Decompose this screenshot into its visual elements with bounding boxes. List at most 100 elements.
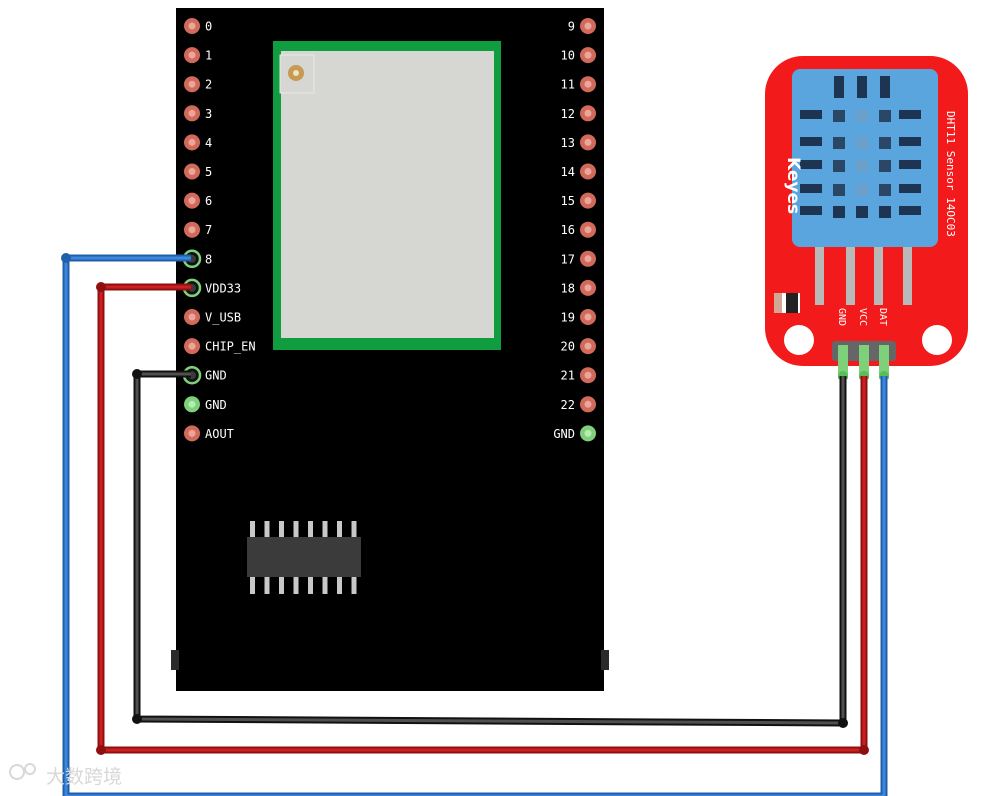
pin-4[interactable]: 4 bbox=[184, 134, 212, 151]
pin-gnd[interactable]: GND bbox=[553, 425, 596, 442]
pin-label: AOUT bbox=[205, 427, 234, 441]
chip-body bbox=[247, 537, 361, 577]
pin-18[interactable]: 18 bbox=[561, 279, 596, 296]
pin-v-usb[interactable]: V_USB bbox=[184, 309, 241, 325]
vent-slot bbox=[800, 206, 822, 215]
pin-20[interactable]: 20 bbox=[561, 338, 596, 355]
sensor-pin-vcc[interactable] bbox=[859, 345, 869, 379]
pin-10[interactable]: 10 bbox=[561, 47, 596, 64]
vent-slot bbox=[856, 110, 868, 122]
pin-label: 2 bbox=[205, 78, 212, 92]
pin-label: VDD33 bbox=[205, 281, 241, 295]
vent-slot bbox=[800, 160, 822, 169]
wire-data-highlight bbox=[64, 256, 886, 796]
pin-label: 21 bbox=[561, 369, 575, 383]
sensor-leg bbox=[903, 245, 912, 305]
pin-pad-center bbox=[188, 313, 196, 321]
vent-slot bbox=[856, 137, 868, 149]
vent-slot bbox=[899, 206, 921, 215]
pin-13[interactable]: 13 bbox=[561, 134, 596, 151]
chip-leg bbox=[279, 521, 284, 538]
board-notch-left bbox=[171, 650, 179, 670]
pin-7[interactable]: 7 bbox=[184, 221, 212, 238]
chip-leg bbox=[351, 576, 357, 594]
pin-16[interactable]: 16 bbox=[561, 221, 596, 238]
chip-leg bbox=[264, 576, 270, 594]
vent-slot bbox=[880, 76, 890, 98]
chip-leg bbox=[337, 521, 342, 538]
pin-label: 17 bbox=[561, 252, 575, 266]
vent-slot bbox=[899, 160, 921, 169]
pin-label: 20 bbox=[561, 340, 575, 354]
pin-gnd[interactable]: GND bbox=[184, 396, 227, 413]
pin-pad-center bbox=[584, 313, 592, 321]
pin-pad-center bbox=[188, 342, 196, 350]
chip-leg bbox=[250, 521, 255, 538]
pin-label: 15 bbox=[561, 194, 575, 208]
pin-vdd33[interactable]: VDD33 bbox=[182, 278, 241, 298]
pin-15[interactable]: 15 bbox=[561, 192, 596, 209]
vent-slot bbox=[834, 76, 844, 98]
pin-22[interactable]: 22 bbox=[561, 396, 596, 413]
pin-label: 9 bbox=[568, 20, 575, 34]
vent-slot bbox=[800, 137, 822, 146]
pin-3[interactable]: 3 bbox=[184, 105, 212, 122]
watermark-logo-icon bbox=[9, 764, 25, 780]
pin-pad-center bbox=[584, 168, 592, 175]
pin-pad-center bbox=[188, 197, 196, 205]
pin-pad-center bbox=[584, 51, 592, 59]
pin-pad-center bbox=[188, 138, 196, 146]
chip-leg bbox=[308, 576, 313, 594]
chip-leg bbox=[351, 521, 357, 538]
pin-pad-center bbox=[584, 255, 592, 263]
pin-14[interactable]: 14 bbox=[561, 163, 596, 180]
watermark-logo-icon-dot bbox=[24, 763, 36, 775]
resistor-body bbox=[786, 293, 798, 313]
chip-leg bbox=[308, 521, 313, 538]
sensor-pin-gnd[interactable] bbox=[838, 345, 848, 379]
antenna-connector-center bbox=[293, 70, 299, 76]
sensor-leg bbox=[874, 245, 883, 305]
pin-pad-center bbox=[188, 226, 196, 234]
pin-21[interactable]: 21 bbox=[561, 367, 596, 384]
resistor-end bbox=[774, 293, 782, 313]
pin-12[interactable]: 12 bbox=[561, 105, 596, 122]
vent-slot bbox=[879, 110, 891, 122]
pin-pad-center bbox=[584, 226, 592, 234]
pin-aout[interactable]: AOUT bbox=[184, 425, 234, 442]
sensor-pin-dat[interactable] bbox=[879, 345, 889, 379]
pin-pad-center bbox=[584, 371, 592, 379]
vent-slot bbox=[879, 160, 891, 172]
pin-label: CHIP_EN bbox=[205, 340, 256, 354]
pin-5[interactable]: 5 bbox=[184, 163, 212, 180]
watermark: 大数跨境 bbox=[9, 763, 122, 788]
board-notch-right bbox=[601, 650, 609, 670]
antenna-connector bbox=[279, 54, 315, 94]
pin-pad-center bbox=[188, 51, 196, 59]
chip-leg bbox=[250, 576, 255, 594]
pin-pad-center bbox=[188, 80, 196, 88]
chip-leg bbox=[322, 521, 328, 538]
pin-19[interactable]: 19 bbox=[561, 309, 596, 325]
sensor-pin-label-vcc: VCC bbox=[857, 308, 868, 326]
sensor-pin-header bbox=[832, 341, 896, 381]
pin-6[interactable]: 6 bbox=[184, 192, 212, 209]
pin-pad-center bbox=[584, 400, 592, 408]
sensor-leg bbox=[846, 245, 855, 305]
pin-1[interactable]: 1 bbox=[184, 47, 212, 64]
pin-9[interactable]: 9 bbox=[568, 18, 596, 34]
vent-slot bbox=[833, 206, 845, 218]
pin-label: 5 bbox=[205, 165, 212, 179]
pin-17[interactable]: 17 bbox=[561, 250, 596, 267]
pin-0[interactable]: 0 bbox=[184, 18, 212, 34]
pin-chip-en[interactable]: CHIP_EN bbox=[184, 338, 256, 355]
pin-label: 3 bbox=[205, 107, 212, 121]
wires bbox=[61, 253, 888, 796]
chip-leg bbox=[293, 521, 299, 538]
pin-2[interactable]: 2 bbox=[184, 76, 212, 93]
chip-legs-bottom bbox=[250, 576, 357, 594]
pin-11[interactable]: 11 bbox=[561, 76, 596, 93]
